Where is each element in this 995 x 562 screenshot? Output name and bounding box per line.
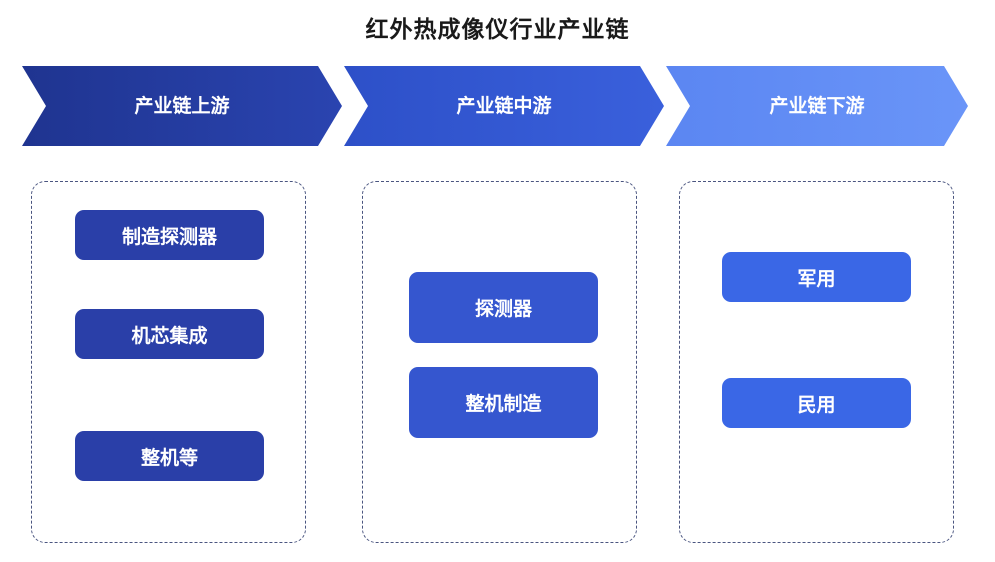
- upstream-node: 制造探测器: [75, 210, 264, 260]
- diagram-title: 红外热成像仪行业产业链: [365, 17, 630, 43]
- stage-arrows: [22, 66, 968, 146]
- upstream-node: 机芯集成: [75, 309, 264, 359]
- downstream-arrow: [666, 66, 968, 146]
- upstream-panel: 制造探测器 机芯集成 整机等: [31, 181, 306, 543]
- downstream-node: 军用: [722, 252, 911, 302]
- upstream-node: 整机等: [75, 431, 264, 481]
- midstream-node: 整机制造: [409, 367, 598, 438]
- downstream-label: 产业链下游: [769, 95, 865, 117]
- downstream-node: 民用: [722, 378, 911, 428]
- midstream-label: 产业链中游: [456, 95, 552, 117]
- upstream-label: 产业链上游: [134, 95, 230, 117]
- midstream-node: 探测器: [409, 272, 598, 343]
- midstream-panel: 探测器 整机制造: [362, 181, 637, 543]
- midstream-arrow: [344, 66, 664, 146]
- downstream-panel: 军用 民用: [679, 181, 954, 543]
- upstream-arrow: [22, 66, 342, 146]
